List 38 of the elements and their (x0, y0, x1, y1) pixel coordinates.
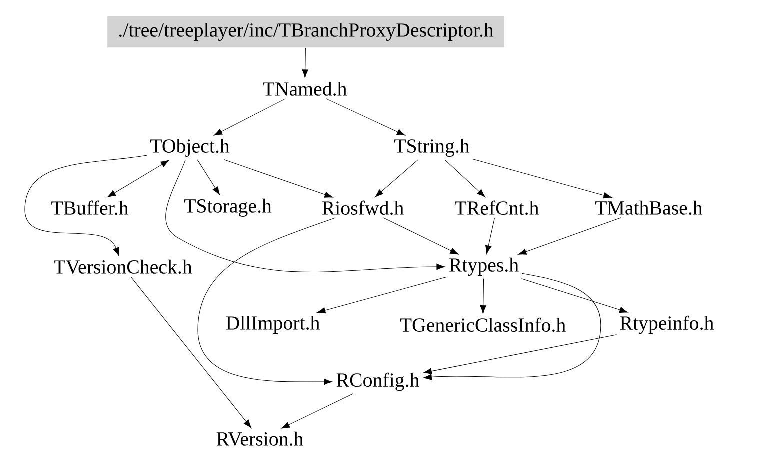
arrow (518, 218, 622, 255)
arrow (302, 48, 308, 78)
file-label: DllImport.h (226, 316, 320, 334)
file-box: ./tree/treeplayer/inc/TBranchProxyDescriptor.h (108, 16, 504, 48)
file-label: TString.h (394, 138, 470, 158)
arrow (281, 394, 354, 429)
arrow (317, 277, 446, 314)
file-label: Rtypes.h (449, 258, 519, 276)
arrow (197, 160, 220, 196)
file-label: TBuffer.h (52, 200, 128, 216)
file-label: TStorage.h (184, 198, 272, 217)
arrow (486, 218, 496, 254)
file-label: TGenericClassInfo.h (400, 318, 566, 332)
file-label: TVersionCheck.h (54, 260, 192, 274)
arrow (214, 98, 286, 136)
arrow (424, 273, 602, 380)
arrow (424, 334, 618, 375)
arrow (444, 160, 486, 198)
arrow (224, 160, 334, 198)
file-label: TRefCnt.h (455, 200, 539, 216)
arrow (383, 218, 459, 255)
file-label: RVersion.h (216, 432, 304, 446)
file-label: TMathBase.h (595, 200, 703, 216)
file-label: Riosfwd.h (322, 200, 404, 216)
arrow (108, 160, 170, 198)
arrow (198, 218, 336, 386)
arrow (375, 160, 418, 198)
arrow (166, 160, 446, 272)
arrow (130, 276, 252, 428)
arrow (472, 159, 612, 199)
file-label: RConfig.h (336, 372, 420, 392)
arrow (480, 278, 486, 314)
arrow (521, 278, 628, 314)
file-label: TObject.h (150, 139, 230, 158)
file-label: Rtypeinfo.h (620, 316, 714, 334)
arrow (326, 98, 406, 136)
file-label: TNamed.h (263, 82, 347, 96)
arrow (24, 155, 148, 256)
